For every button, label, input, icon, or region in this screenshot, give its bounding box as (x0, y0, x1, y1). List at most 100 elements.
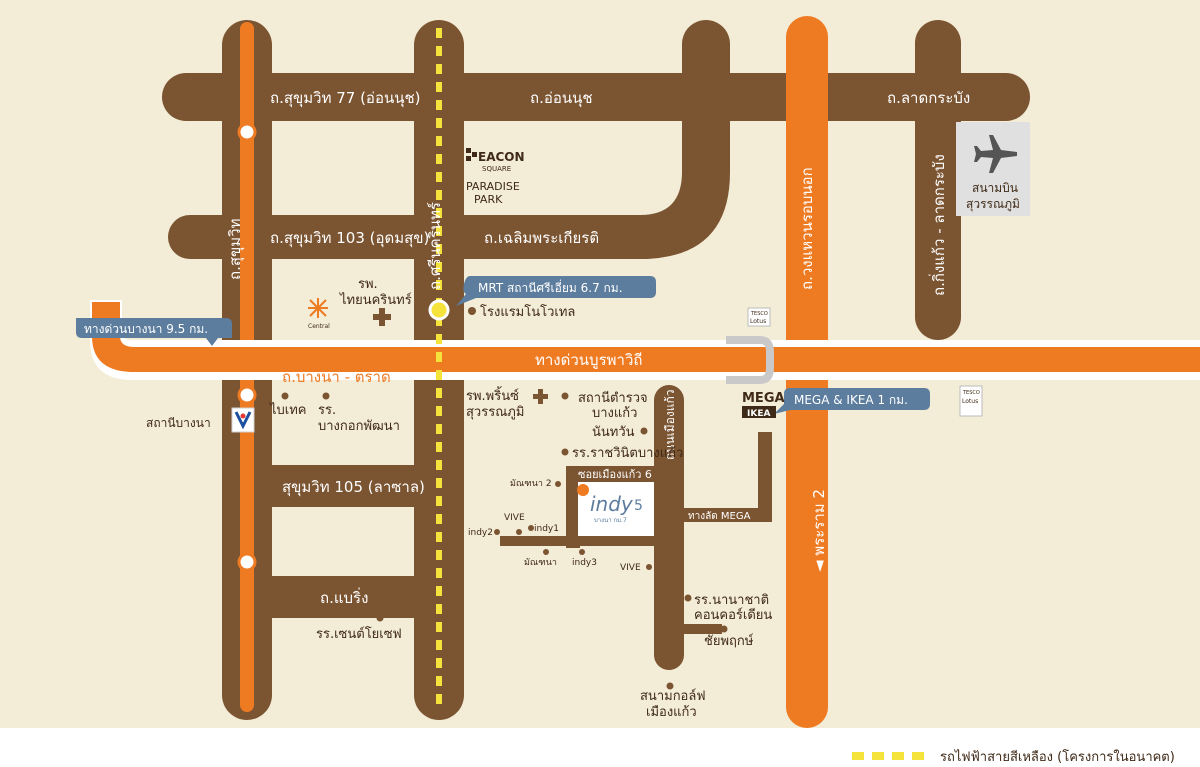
svg-text:MEGA & IKEA 1 กม.: MEGA & IKEA 1 กม. (794, 393, 908, 407)
road-mega-shortcut (682, 508, 772, 522)
bts-stations (237, 122, 257, 572)
indy5-logo-box (578, 482, 654, 536)
hospital-cross-icon (533, 389, 548, 404)
place-golf-1: สนามกอล์ฟ (640, 688, 706, 704)
place-indy2: indy2 (468, 528, 493, 538)
place-indy3: indy3 (572, 558, 597, 568)
callout-mega-ikea: MEGA & IKEA 1 กม. (774, 388, 930, 414)
label-outer-ring: ถ.วงแหวนรอบนอก (798, 167, 816, 290)
place-concordian-1: รร.นานาชาติ (694, 593, 769, 608)
label-sukhumvit-105: สุขุมวิท 105 (ลาซาล) (282, 478, 425, 497)
svg-text:สถานีบางนา: สถานีบางนา (146, 416, 211, 430)
tesco-lotus-logo-icon: TESCO Lotus (959, 385, 983, 417)
mrt-station-circle-icon (428, 299, 450, 321)
label-sukhumvit: ถ.สุขุมวิท (226, 219, 245, 280)
hospital-cross-icon (373, 308, 391, 326)
place-rajavinit: รร.ราชวินิตบางแก้ว (572, 446, 683, 461)
station-circle-icon (237, 122, 257, 142)
ikea-logo-box (742, 406, 776, 418)
paradise-park: PARADISE PARK (466, 180, 520, 206)
label-rama-2: ◄ พระราม 2 (810, 489, 828, 572)
svg-text:ทางด่วนบางนา 9.5 กม.: ทางด่วนบางนา 9.5 กม. (84, 322, 208, 336)
road-soi-indy-branch (566, 466, 580, 548)
place-bitec: ไบเทค (269, 402, 307, 418)
label-chaloem-phrakiat: ถ.เฉลิมพระเกียรติ (484, 229, 599, 247)
pin-dot-icon (516, 529, 522, 535)
place-munhana: มัณฑนา (524, 558, 557, 568)
place-vive-right: VIVE (620, 563, 641, 573)
label-onnut: ถ.อ่อนนุช (530, 89, 593, 108)
pin-dot-icon (555, 481, 561, 487)
pin-dot-icon (561, 448, 569, 456)
road-sukhumvit-105 (270, 465, 420, 507)
svg-text:สุวรรณภูมิ: สุวรรณภูมิ (966, 197, 1020, 212)
place-bangkok-patana-2: บางกอกพัฒนา (318, 419, 400, 434)
legend-yellow-line-label: รถไฟฟ้าสายสีเหลือง (โครงการในอนาคต) (940, 749, 1175, 765)
bts-logo-icon (231, 407, 255, 433)
label-king-kaeo: ถ.กิ่งแก้ว - ลาดกระบัง (928, 154, 948, 296)
legend-yellow-dashes (852, 752, 924, 760)
pin-dot-icon (468, 307, 476, 315)
place-nanthawan: นันทวัน (592, 425, 635, 440)
indy5-location-dot (577, 484, 589, 496)
place-vive-left: VIVE (504, 513, 525, 523)
pin-dot-icon (494, 529, 500, 535)
pin-dot-icon (646, 564, 652, 570)
map-legend: รถไฟฟ้าสายสีเหลือง (โครงการในอนาคต) (0, 728, 1200, 767)
callout-bangna-expressway: ทางด่วนบางนา 9.5 กม. (76, 318, 232, 346)
place-bangkok-patana-1: รร. (318, 403, 336, 418)
pin-dot-icon (376, 614, 384, 622)
thainakarin-hospital: รพ. ไทยนครินทร์ (339, 277, 412, 326)
label-bangna-trad: ถ.บางนา - ตราด (282, 368, 391, 386)
place-munhana2: มัณฑนา 2 (510, 479, 552, 489)
central-logo-icon (308, 298, 328, 318)
label-burapha-withi: ทางด่วนบูรพาวิถี (535, 351, 642, 369)
svg-text:บางนา กม.7: บางนา กม.7 (594, 517, 627, 524)
label-sukhumvit-103: ถ.สุขุมวิท 103 (อุดมสุข) (270, 229, 429, 248)
pin-dot-icon (281, 392, 289, 400)
place-concordian-2: คอนคอร์เดียน (694, 607, 772, 623)
suvarnabhumi-airport: สนามบิน สุวรรณภูมิ (956, 122, 1030, 216)
tesco-lotus-logo-icon: TESCO Lotus (747, 307, 771, 327)
road-chaloem-curve (600, 120, 730, 259)
pin-dot-icon (640, 427, 648, 435)
ikea-logo-text: IKEA (747, 409, 770, 419)
pin-dot-icon (684, 594, 692, 602)
pin-dot-icon (528, 525, 534, 531)
svg-text:5: 5 (634, 498, 643, 514)
label-muang-kaeo: ถนนเมืองแก้ว (663, 390, 677, 461)
place-st-joseph: รร.เซนต์โยเซฟ (316, 626, 402, 642)
road-mega-vertical (758, 432, 772, 522)
mega-bangna: MEGA IKEA (742, 391, 785, 419)
svg-text:EACON: EACON (478, 150, 525, 164)
road-soi-muang-kaeo-6 (566, 466, 658, 482)
station-circle-icon (237, 552, 257, 572)
svg-text:ไทยนครินทร์: ไทยนครินทร์ (339, 292, 412, 308)
svg-text:TESCO: TESCO (962, 390, 980, 396)
pin-dot-icon (543, 549, 549, 555)
pin-dot-icon (666, 682, 674, 690)
svg-text:รพ.: รพ. (358, 277, 378, 292)
mega-logo-text: MEGA (742, 391, 785, 406)
label-soi-muang-kaeo-6: ซอยเมืองแก้ว 6 (578, 468, 652, 481)
road-baering (270, 576, 420, 618)
place-princ-2: สุวรรณภูมิ (466, 405, 524, 420)
svg-text:Lotus: Lotus (750, 318, 766, 325)
road-soi-concordian (682, 624, 722, 634)
label-mega-road: ทางลัด MEGA (688, 511, 751, 522)
bangna-station: สถานีบางนา (146, 407, 255, 433)
place-chaiyaphruek: ชัยพฤกษ์ (704, 633, 754, 649)
pin-dot-icon (720, 625, 728, 633)
svg-text:Central: Central (308, 323, 330, 330)
legend-strip (0, 728, 1200, 767)
place-indy1: indy1 (534, 524, 559, 534)
place-princ-1: รพ.พริ้นซ์ (466, 386, 519, 404)
label-baering: ถ.แบริ่ง (320, 587, 368, 607)
svg-text:สนามบิน: สนามบิน (972, 181, 1018, 195)
label-sukhumvit-77: ถ.สุขุมวิท 77 (อ่อนนุช) (270, 89, 421, 108)
airplane-icon (974, 135, 1017, 173)
pin-dot-icon (579, 549, 585, 555)
station-circle-icon (237, 385, 257, 405)
road-soi-indy (500, 536, 658, 546)
